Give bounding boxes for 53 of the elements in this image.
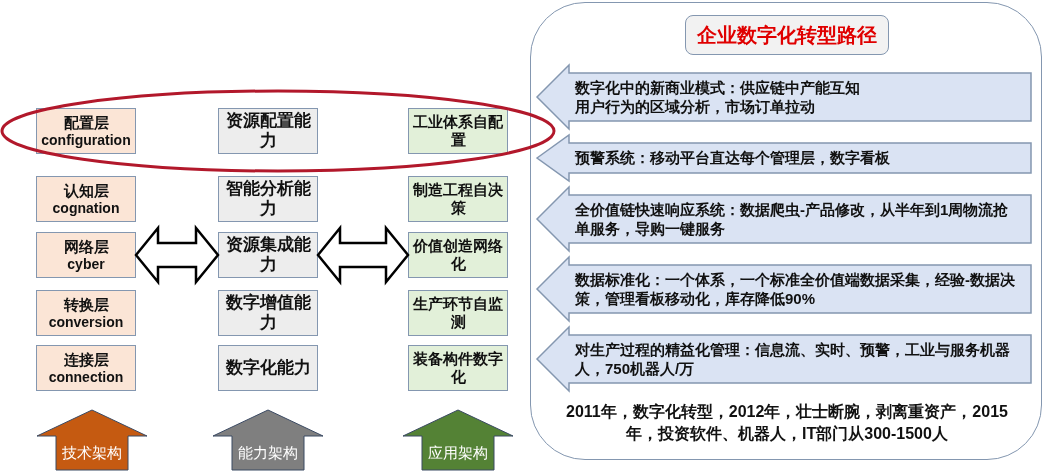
card-subtitle: cognation <box>52 199 120 217</box>
banner-text: 全价值链快速响应系统：数据爬虫-产品修改，从半年到1周物流抢单服务，导购一键服务 <box>575 199 1010 239</box>
card-label: 数字增值能力 <box>224 292 312 334</box>
up-arrow-shape <box>213 410 323 470</box>
layer-card <box>36 108 136 154</box>
arrow-label: 技术架构 <box>62 443 122 463</box>
capability-card <box>218 176 318 222</box>
card-subtitle: conversion <box>48 313 124 331</box>
panel-title: 企业数字化转型路径 <box>697 22 877 48</box>
card-label: 数字化能力 <box>225 357 311 379</box>
card-label: 工业体系自配置 <box>412 113 504 149</box>
up-arrow-shape <box>37 410 147 470</box>
left-arrow-banner <box>537 187 1031 251</box>
card-title: 网络层 <box>63 237 109 256</box>
card-title: 认知层 <box>63 181 109 200</box>
card-label: 资源集成能力 <box>224 234 312 276</box>
double-arrow <box>134 224 220 286</box>
card-label: 智能分析能力 <box>224 178 312 220</box>
capability-card <box>218 345 318 391</box>
card-title: 配置层 <box>63 113 109 132</box>
card-label: 生产环节自监测 <box>411 295 504 331</box>
layer-card <box>36 290 136 336</box>
card-title: 连接层 <box>63 350 109 369</box>
title-card <box>685 15 889 55</box>
layer-card <box>36 345 136 391</box>
left-arrow-banner <box>537 135 1031 181</box>
banner-text: 对生产过程的精益化管理：信息流、实时、预警，工业与服务机器人，750机器人/万 <box>575 339 1011 379</box>
left-arrow-banner <box>537 65 1031 129</box>
card-subtitle: configuration <box>41 131 131 149</box>
left-arrow-banner <box>537 327 1031 391</box>
rounded-panel <box>530 2 1042 460</box>
panel-note: 2011年，数字化转型，2012年，壮士断腕，剥离重资产，2015年，投资软件、机器人，IT部门从300-1500人 <box>565 402 1009 444</box>
card-subtitle: cyber <box>67 255 105 273</box>
card-label: 价值创造网络化 <box>412 237 504 273</box>
card-title: 转换层 <box>63 295 109 314</box>
card-subtitle: connection <box>48 368 124 386</box>
banner-text: 预警系统：移动平台直达每个管理层，数字看板 <box>575 148 891 168</box>
capability-card <box>218 232 318 278</box>
card-label: 装备构件数字化 <box>412 350 504 386</box>
banner-text: 数字化中的新商业模式：供应链中产能互知 <box>575 77 861 97</box>
double-arrow <box>316 224 410 286</box>
capability-card <box>218 290 318 336</box>
arrow-label: 应用架构 <box>428 443 488 463</box>
arrow-label: 能力架构 <box>238 443 298 463</box>
up-arrow-shape <box>403 410 513 470</box>
left-arrow-banner <box>537 257 1031 321</box>
banner-text: 用户行为的区域分析，市场订单拉动 <box>575 97 816 117</box>
layer-card <box>36 232 136 278</box>
card-label: 制造工程自决策 <box>412 181 504 217</box>
card-label: 资源配置能力 <box>224 110 312 152</box>
layer-card <box>36 176 136 222</box>
banner-text: 数据标准化：一个体系，一个标准全价值端数据采集，经验-数据决策，管理看板移动化，库存降低90% <box>575 269 1016 309</box>
capability-card <box>218 108 318 154</box>
